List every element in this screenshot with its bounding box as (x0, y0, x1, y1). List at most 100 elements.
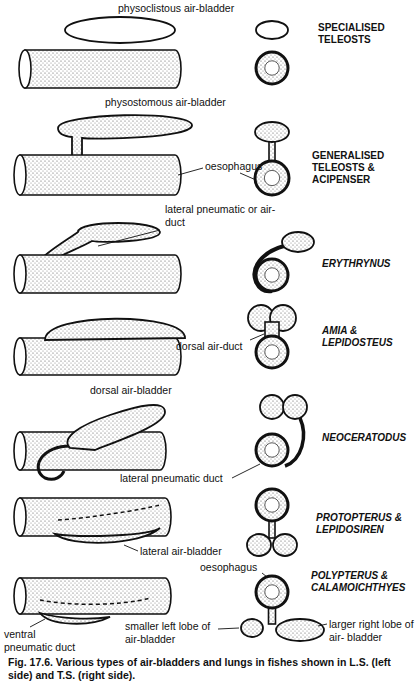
oesophagus-section (265, 443, 279, 457)
leader-line (318, 624, 327, 626)
air-bladder (241, 619, 263, 637)
air-bladder (55, 528, 160, 543)
leader-line (178, 168, 203, 175)
air-bladder (67, 405, 165, 450)
leader-line (218, 628, 239, 629)
leader-line (178, 168, 203, 175)
gut-cylinder (14, 338, 181, 375)
group-label: ERYTHRYNUS (322, 258, 391, 270)
gut-cylinder (14, 338, 26, 375)
air-bladder (247, 534, 271, 556)
gut-cylinder (14, 578, 171, 614)
leader-line (240, 173, 256, 180)
oesophagus-section (256, 489, 288, 521)
gut-cylinder (14, 255, 181, 293)
oesophagus-section (256, 489, 288, 521)
leader-line (240, 173, 256, 180)
air-bladder (247, 534, 271, 556)
group-label: GENERALISED TELEOSTS & ACIPENSER (312, 150, 412, 186)
part-label: oesophagus (205, 160, 262, 173)
part-label: smaller left lobe of air-bladder (125, 620, 217, 645)
oesophagus-section (256, 336, 288, 368)
pneumatic-duct (285, 418, 304, 466)
gut-cylinder (14, 498, 26, 536)
part-label: larger right lobe of air- bladder (329, 618, 415, 643)
air-bladder (40, 613, 110, 624)
figure-caption: Fig. 17.6. Various types of air-bladders… (8, 656, 411, 682)
air-bladder (241, 619, 263, 637)
oesophagus-section (256, 336, 288, 368)
oesophagus-section (256, 52, 288, 84)
air-bladder (67, 405, 165, 450)
gut-cylinder (14, 255, 26, 293)
pneumatic-duct (58, 505, 160, 520)
leader-line (30, 619, 45, 627)
oesophagus-section (256, 52, 288, 84)
air-bladder (282, 232, 314, 252)
air-bladder (282, 232, 314, 252)
air-bladder (58, 115, 192, 157)
part-label: physoclistous air-bladder (118, 2, 234, 15)
pneumatic-duct (38, 446, 74, 479)
oesophagus-section (256, 434, 288, 466)
oesophagus-section (265, 498, 279, 512)
part-label: dorsal air-bladder (90, 384, 172, 397)
air-bladder (40, 613, 110, 624)
gut-cylinder (20, 338, 181, 375)
oesophagus-section (265, 345, 279, 359)
gut-cylinder (20, 255, 181, 293)
leader-line (250, 334, 264, 340)
oesophagus-section (265, 585, 279, 599)
air-bladder (273, 534, 297, 556)
gut-cylinder (14, 432, 26, 470)
air-bladder (255, 122, 289, 142)
part-label: lateral pneumatic duct (120, 472, 223, 485)
gut-cylinder (14, 155, 181, 195)
air-bladder (260, 395, 284, 419)
air-bladder (65, 17, 175, 43)
pneumatic-duct (58, 505, 160, 520)
gut-cylinder (14, 498, 171, 536)
gut-cylinder (20, 498, 171, 536)
group-label: POLYPTERUS & CALAMOICHTHYES (311, 570, 415, 594)
leader-line (232, 464, 260, 478)
leader-line (98, 230, 160, 246)
oesophagus-section (265, 61, 279, 75)
leader-line (318, 624, 327, 626)
oesophagus-section (256, 434, 288, 466)
air-bladder (276, 619, 324, 641)
air-bladder (283, 395, 307, 419)
oesophagus-section (256, 259, 288, 291)
air-bladder (255, 122, 289, 142)
pneumatic-duct (38, 446, 74, 479)
gut-cylinder (14, 578, 26, 614)
air-bladder (45, 319, 185, 340)
leader-line (124, 545, 138, 551)
gut-cylinder (20, 578, 171, 614)
air-bladder (55, 528, 160, 543)
oesophagus-section (265, 268, 279, 282)
gut-cylinder (25, 50, 181, 88)
leader-line (262, 573, 267, 577)
air-bladder (58, 115, 192, 157)
air-bladder (256, 21, 288, 39)
group-label: AMIA & LEPIDOSTEUS (322, 325, 412, 349)
leader-line (218, 628, 239, 629)
pneumatic-duct (40, 598, 150, 604)
part-label: oesophagus (200, 561, 257, 574)
part-label: lateral pneumatic or air-duct (165, 203, 283, 228)
air-bladder (273, 534, 297, 556)
oesophagus-section (256, 576, 288, 608)
group-label: SPECIALISED TELEOSTS (318, 22, 410, 46)
pneumatic-duct (40, 598, 150, 604)
part-label: physostomous air-bladder (105, 96, 226, 109)
leader-line (124, 545, 138, 551)
leader-line (98, 230, 160, 246)
gut-cylinder (14, 155, 26, 195)
leader-line (250, 334, 264, 340)
air-bladder (45, 319, 185, 340)
gut-cylinder (20, 155, 181, 195)
oesophagus-section (256, 259, 288, 291)
group-label: NEOCERATODUS (322, 432, 406, 444)
